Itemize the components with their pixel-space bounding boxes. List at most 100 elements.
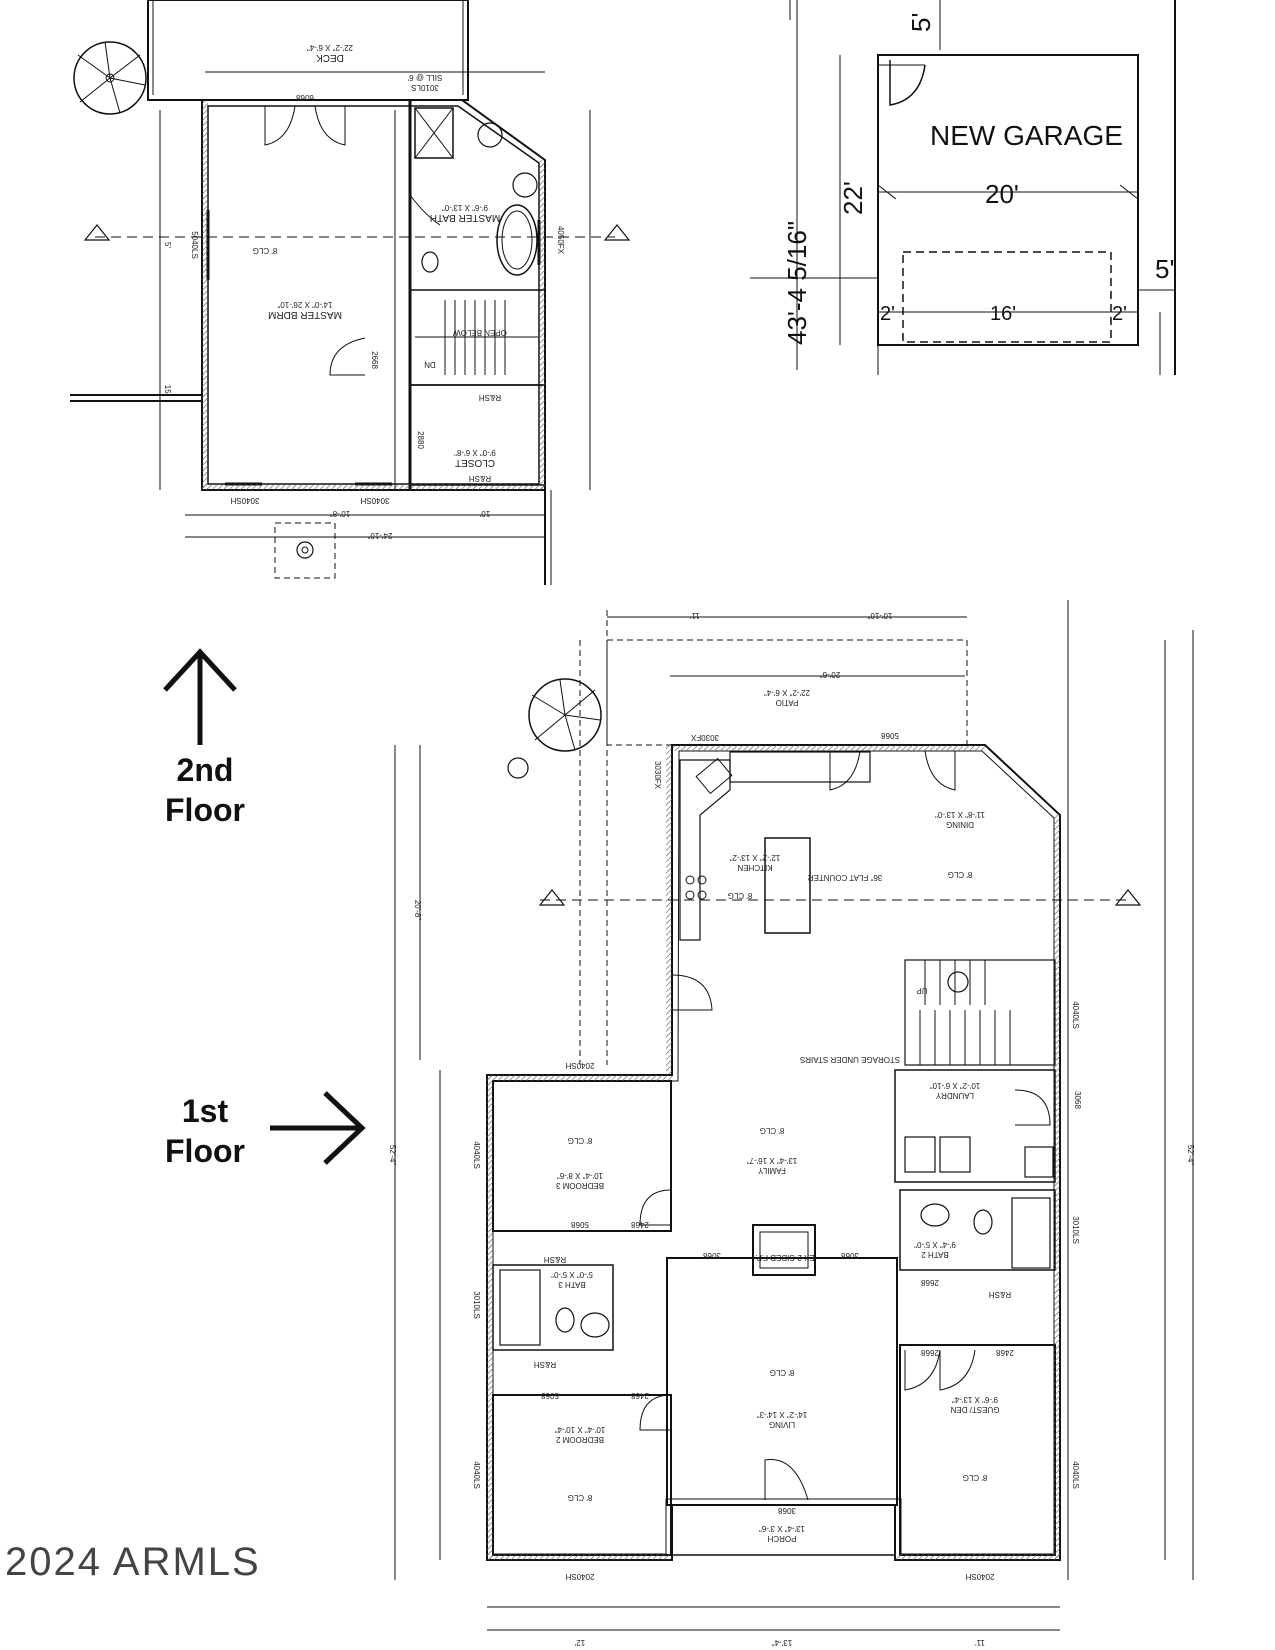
door-3068-1: 3068 bbox=[703, 1251, 721, 1260]
window-4040ls-1: 4040LS bbox=[472, 1141, 481, 1169]
window-2040sh-2: 2040SH bbox=[565, 1572, 594, 1581]
rsh-first-2: R&SH bbox=[534, 1360, 556, 1369]
up-arrow-icon bbox=[163, 648, 237, 745]
guest-label: GUEST/ DEN bbox=[950, 1405, 999, 1414]
storage-label: STORAGE UNDER STAIRS bbox=[800, 1055, 900, 1064]
garage-overall-dim: 43'-4 5/16" bbox=[782, 221, 812, 345]
first-floor-wall-hatch-left bbox=[487, 1075, 493, 1560]
dim-5: 5' bbox=[163, 242, 172, 248]
window-3010ls-2: 3010LS bbox=[1071, 1216, 1080, 1244]
dining-clg: 8' CLG bbox=[948, 870, 973, 879]
door-3068-3: 3068 bbox=[778, 1506, 796, 1515]
garage-plan bbox=[750, 0, 1176, 375]
window-4040ls-4: 4040LS bbox=[1071, 1001, 1080, 1029]
second-floor-wall-hatch-left bbox=[202, 100, 208, 490]
counter-label: 36" FLAT COUNTER bbox=[808, 873, 883, 882]
garage-door-left: 2' bbox=[880, 303, 895, 325]
patio-size: 22'-2" X 6'-4" bbox=[764, 688, 810, 697]
dim-top-1: 11' bbox=[690, 611, 700, 620]
second-floor-plan bbox=[70, 0, 631, 585]
living-size: 14'-2" X 14'-3" bbox=[757, 1410, 808, 1419]
kitchen-label: KITCHEN bbox=[737, 863, 772, 872]
door-3068-2: 3068 bbox=[841, 1251, 859, 1260]
first-floor-label-line1: 1st bbox=[181, 1093, 229, 1129]
first-floor-wall-hatch-bottom-right bbox=[895, 1554, 1060, 1560]
dn-label: DN bbox=[424, 360, 436, 369]
family-label: FAMILY bbox=[757, 1166, 786, 1175]
door-3068-4: 3068 bbox=[1073, 1091, 1082, 1109]
dim-patio: 20'-6" bbox=[820, 670, 841, 679]
dim-top-2: 10'-10" bbox=[867, 611, 892, 620]
door-5068-1: 5068 bbox=[881, 731, 899, 740]
bedroom3-size: 10'-4" X 8'-6" bbox=[557, 1171, 603, 1180]
closet-label: CLOSET bbox=[455, 457, 495, 468]
rsh-label-1: R&SH bbox=[479, 393, 501, 402]
dim-15: 15' bbox=[163, 385, 172, 396]
deck-label: DECK bbox=[316, 52, 344, 63]
kitchen-size: 12'-2" X 13'-2" bbox=[730, 853, 781, 862]
family-clg: 8' CLG bbox=[760, 1126, 785, 1135]
second-floor-wall-hatch-right bbox=[539, 160, 545, 490]
door-2468-2: 2468 bbox=[631, 1391, 649, 1400]
door-2880: 2880 bbox=[416, 431, 425, 449]
living-clg: 8' CLG bbox=[770, 1368, 795, 1377]
dim-bottom-2: 13'-4" bbox=[772, 1638, 793, 1647]
porch-size: 13'-4" X 3'-6" bbox=[759, 1524, 805, 1533]
guest-size: 9'-6" X 13'-4" bbox=[952, 1395, 998, 1404]
door-2468-3: 2468 bbox=[996, 1348, 1014, 1357]
door-6068: 6068 bbox=[296, 93, 314, 102]
window-3010ls-1: 3010LS bbox=[472, 1291, 481, 1319]
right-arrow-icon bbox=[270, 1091, 366, 1165]
dim-left: 10'-8" bbox=[330, 509, 351, 518]
closet-size: 9'-0" X 6'-8" bbox=[454, 448, 496, 457]
window-4050fx: 4050FX bbox=[556, 226, 565, 255]
up-label: UP bbox=[916, 986, 927, 995]
dim-right: 10' bbox=[479, 509, 490, 518]
dim-bottom-3: 11' bbox=[975, 1638, 985, 1647]
first-floor-label: 1st Floor bbox=[150, 1091, 260, 1171]
first-floor-wall-hatch-right bbox=[1054, 815, 1060, 1560]
garage-setback-right: 5' bbox=[1155, 254, 1174, 284]
first-floor-wall-hatch-kitchen bbox=[666, 745, 672, 1075]
dining-label: DINING bbox=[946, 820, 974, 829]
living-label: LIVING bbox=[769, 1420, 795, 1429]
garage-title: NEW GARAGE bbox=[930, 120, 1123, 151]
garage-door-right: 2' bbox=[1112, 303, 1127, 325]
second-floor-label: 2nd Floor bbox=[150, 750, 260, 830]
kitchen-clg: 8' CLG bbox=[728, 891, 753, 900]
bath3-label: BATH 3 bbox=[558, 1280, 586, 1289]
dining-size: 11'-8" X 13'-0" bbox=[935, 810, 985, 819]
door-2468-1: 2468 bbox=[631, 1220, 649, 1229]
master-bath-size: 9'-6" X 13'-0" bbox=[442, 203, 488, 212]
bedroom2-size: 10'-4" X 10'-4" bbox=[555, 1425, 606, 1434]
overall-left-dim: 20'-8" bbox=[413, 900, 422, 921]
overall-depth-right: 52'-4" bbox=[1186, 1145, 1195, 1166]
door-2668-1: 2668 bbox=[921, 1278, 939, 1287]
porch-label: PORCH bbox=[767, 1534, 796, 1543]
rsh-label-2: R&SH bbox=[469, 474, 491, 483]
garage-depth-dim: 22' bbox=[838, 181, 868, 215]
window-3030fx-1: 3030FX bbox=[690, 733, 719, 742]
garage-door-width: 16' bbox=[990, 303, 1016, 325]
master-bdrm-size: 14'-0" X 26'-10" bbox=[277, 300, 332, 309]
fp-label: EX 2-SIDED F.P. bbox=[755, 1253, 814, 1262]
window-2040sh-1: 2040SH bbox=[565, 1061, 594, 1070]
door-5068-3: 5068 bbox=[541, 1391, 559, 1400]
rsh-first-3: R&SH bbox=[989, 1290, 1011, 1299]
family-size: 13'-4" X 16'-7" bbox=[747, 1156, 798, 1165]
dim-overall: 24'-10" bbox=[367, 531, 392, 540]
door-2668-2: 2668 bbox=[921, 1348, 939, 1357]
overall-depth-left: 52'-4" bbox=[388, 1145, 397, 1166]
dim-bottom-1: 12' bbox=[574, 1638, 585, 1647]
bedroom3-clg: 8' CLG bbox=[568, 1136, 593, 1145]
first-floor-wall-hatch-bottom-left bbox=[487, 1554, 672, 1560]
garage-width-dim: 20' bbox=[985, 179, 1019, 209]
window-3010ls: 3010LS bbox=[411, 83, 439, 92]
sill-label: SILL @ 6' bbox=[407, 73, 442, 82]
patio-label: PATIO bbox=[776, 698, 799, 707]
bath3-size: 5'-0" X 5'-0" bbox=[551, 1270, 593, 1279]
window-3030fx-2: 3030FX bbox=[653, 761, 662, 790]
first-floor-wall-hatch-bedroom3-top bbox=[487, 1075, 672, 1081]
open-below-label: OPEN BELOW bbox=[453, 328, 507, 337]
